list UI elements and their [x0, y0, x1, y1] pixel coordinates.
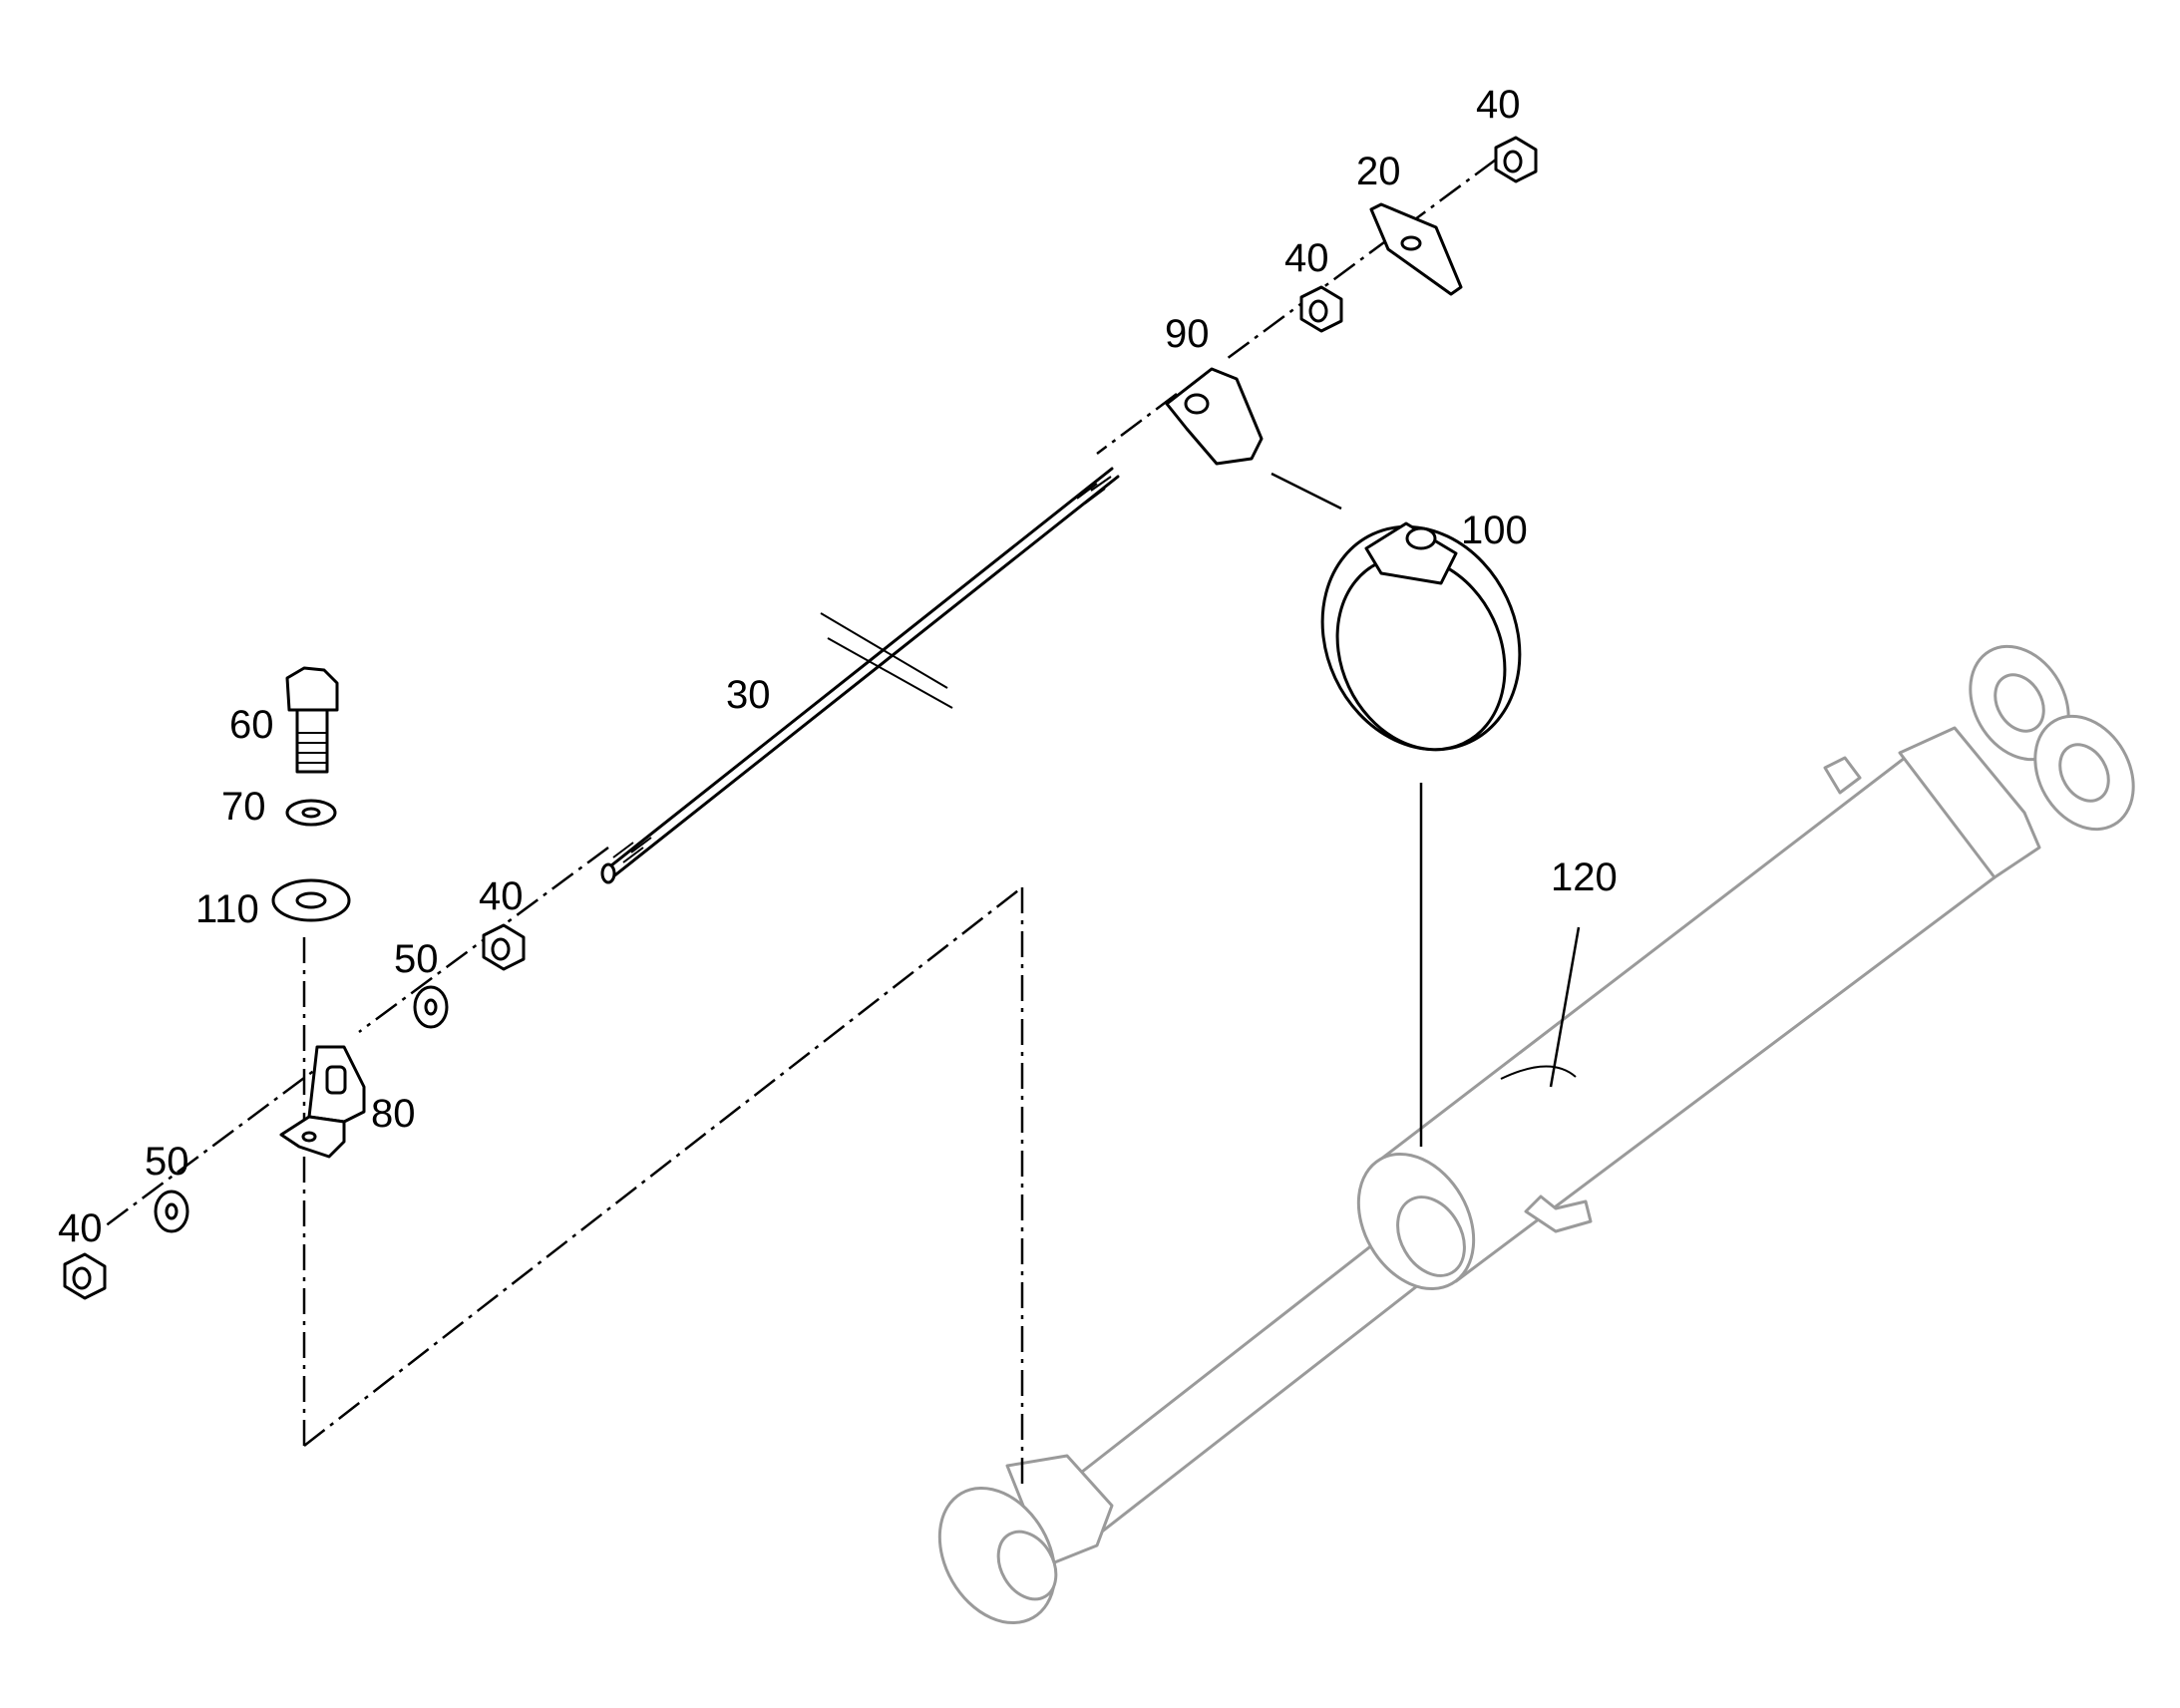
threaded-rod	[600, 467, 1120, 884]
callout-100: 100	[1461, 509, 1528, 552]
callout-40-mid: 40	[479, 874, 524, 918]
callout-labels: 40 20 40 90 100 30 120 60 70 110 40 50 8…	[58, 83, 1618, 1250]
washer-large	[271, 878, 351, 922]
callout-50-mid: 50	[394, 937, 439, 981]
nut-upper	[1299, 285, 1343, 333]
nut-mid	[482, 923, 526, 971]
washer-low	[154, 1190, 189, 1233]
nut-top	[1494, 136, 1538, 183]
callout-40-low: 40	[58, 1206, 103, 1250]
washer-mid	[413, 985, 449, 1029]
callout-20: 20	[1356, 150, 1401, 193]
washer-small	[285, 799, 337, 827]
callout-40-top: 40	[1476, 83, 1521, 127]
callout-120: 120	[1551, 855, 1618, 899]
callout-50-low: 50	[145, 1140, 189, 1184]
callout-30: 30	[726, 673, 771, 717]
callout-60: 60	[229, 703, 274, 747]
callout-70: 70	[221, 785, 266, 829]
angle-bracket	[279, 1045, 366, 1159]
callout-110: 110	[195, 887, 259, 931]
callout-90: 90	[1165, 312, 1210, 356]
nut-low	[63, 1252, 107, 1300]
clamp-block	[1165, 367, 1264, 466]
hose-clamp	[1320, 521, 1522, 752]
hydraulic-cylinder	[937, 644, 2135, 1625]
callout-40-upper: 40	[1284, 236, 1329, 280]
callout-80: 80	[371, 1092, 416, 1136]
bolt	[285, 666, 339, 774]
plate	[1369, 202, 1463, 296]
